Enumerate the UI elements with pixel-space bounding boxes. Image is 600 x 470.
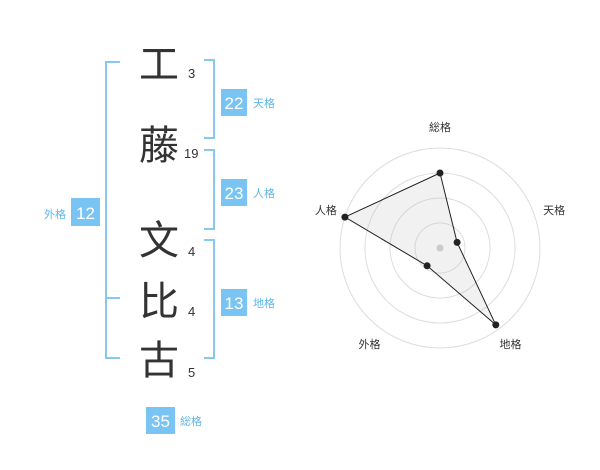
radar-ring-2 (389, 197, 491, 299)
radar-point-5 (341, 213, 349, 221)
radar-ring-4 (339, 147, 541, 349)
radar-axis-label-5: 人格 (315, 203, 337, 217)
gaikaku-bracket (105, 61, 120, 359)
stroke-count-3: 4 (188, 244, 195, 259)
name-char-2: 藤 (139, 123, 179, 169)
soukaku-badge-bg (146, 407, 175, 434)
stroke-count-5: 5 (188, 365, 195, 380)
radar-point-3 (492, 321, 500, 329)
gaikaku-badge-bg (71, 198, 100, 226)
chikaku-badge-bg (221, 289, 247, 316)
tenkaku-value: 22 (225, 94, 244, 113)
tenkaku-label: 天格 (253, 96, 275, 110)
radar-axis-label-2: 天格 (543, 203, 565, 217)
soukaku-label: 総格 (180, 414, 202, 428)
gaikaku-badge: 外格 12 (44, 198, 100, 226)
soukaku-badge: 35 総格 (146, 407, 202, 434)
name-char-3: 文 (139, 218, 179, 264)
soukaku-value: 35 (151, 412, 170, 431)
jinkaku-label: 人格 (253, 186, 275, 200)
jinkaku-badge-bg (221, 179, 247, 206)
radar-rings (339, 147, 541, 349)
radar-center (436, 244, 444, 252)
name-char-1: 工 (139, 42, 179, 88)
chikaku-value: 13 (225, 294, 244, 313)
jinkaku-bracket (204, 149, 215, 230)
radar-axis-label-3: 地格 (500, 337, 522, 351)
name-column: 工 3 藤 19 文 4 比 4 古 5 (139, 42, 198, 384)
radar-point-1 (436, 169, 444, 177)
jinkaku-badge: 23 人格 (221, 179, 275, 206)
radar-axis-label-1: 総格 (429, 120, 451, 134)
chikaku-bracket (204, 239, 215, 359)
radar-axis-label-4: 外格 (359, 337, 381, 351)
gaikaku-value: 12 (76, 204, 95, 223)
stroke-count-2: 19 (184, 146, 198, 161)
jinkaku-value: 23 (225, 184, 244, 203)
radar-point-4 (423, 262, 431, 270)
stroke-count-4: 4 (188, 304, 195, 319)
tenkaku-badge-bg (221, 89, 247, 116)
chikaku-badge: 13 地格 (221, 289, 275, 316)
tenkaku-bracket (204, 59, 215, 139)
name-char-4: 比 (139, 279, 179, 325)
tenkaku-badge: 22 天格 (221, 89, 275, 116)
chikaku-label: 地格 (253, 296, 275, 310)
radar-polygon (343, 172, 497, 326)
stroke-count-1: 3 (188, 66, 195, 81)
radar-ring-1 (414, 222, 466, 274)
name-char-5: 古 (139, 338, 179, 384)
gaikaku-label: 外格 (44, 207, 66, 221)
radar-point-2 (453, 238, 461, 246)
radar-points (341, 169, 500, 329)
brackets (105, 59, 215, 359)
